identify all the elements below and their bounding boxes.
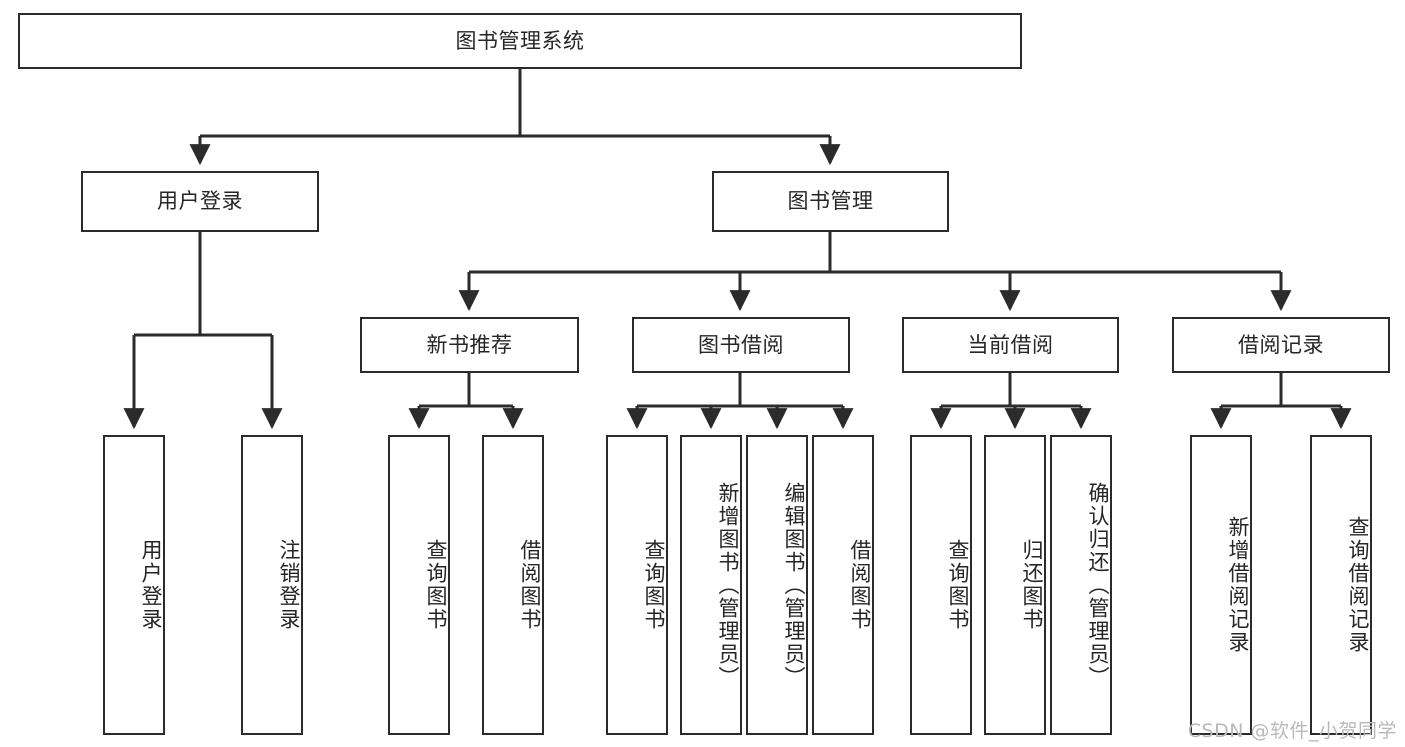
node-root[interactable]: 图书管理系统 — [18, 13, 1022, 69]
watermark: CSDN @软件_小贺同学 — [1187, 720, 1397, 742]
node-current-borrow[interactable]: 当前借阅 — [902, 317, 1119, 373]
leaf-borrow-book[interactable]: 借阅图书 — [812, 435, 874, 735]
leaf-borrow-book-recommend[interactable]: 借阅图书 — [482, 435, 544, 735]
leaf-label: 查询图书 — [424, 539, 448, 631]
leaf-label: 查询图书 — [946, 539, 970, 631]
node-user-login[interactable]: 用户登录 — [81, 171, 319, 232]
leaf-edit-book-admin[interactable]: 编辑图书（管理员） — [746, 435, 808, 735]
node-borrow-records-label: 借阅记录 — [1238, 332, 1324, 357]
leaf-label: 编辑图书（管理员） — [782, 481, 806, 689]
node-book-management[interactable]: 图书管理 — [712, 171, 949, 232]
leaf-query-book-recommend[interactable]: 查询图书 — [388, 435, 450, 735]
node-new-book-recommend-label: 新书推荐 — [426, 332, 513, 357]
leaf-query-borrow-record[interactable]: 查询借阅记录 — [1310, 435, 1372, 735]
node-book-borrow-label: 图书借阅 — [698, 332, 784, 357]
leaf-label: 新增借阅记录 — [1226, 516, 1250, 654]
leaf-label: 注销登录 — [277, 539, 301, 631]
leaf-label: 借阅图书 — [848, 539, 872, 631]
node-book-borrow[interactable]: 图书借阅 — [632, 317, 850, 373]
leaf-confirm-return-admin[interactable]: 确认归还（管理员） — [1050, 435, 1112, 735]
leaf-label: 查询图书 — [642, 539, 666, 631]
leaf-label: 归还图书 — [1020, 539, 1044, 631]
node-new-book-recommend[interactable]: 新书推荐 — [360, 317, 579, 373]
leaf-label: 查询借阅记录 — [1346, 516, 1370, 654]
node-book-management-label: 图书管理 — [787, 189, 874, 214]
leaf-logout[interactable]: 注销登录 — [241, 435, 303, 735]
leaf-query-book-current[interactable]: 查询图书 — [910, 435, 972, 735]
node-current-borrow-label: 当前借阅 — [967, 332, 1054, 357]
leaf-query-book-borrow[interactable]: 查询图书 — [606, 435, 668, 735]
leaf-user-login[interactable]: 用户登录 — [103, 435, 165, 735]
node-root-label: 图书管理系统 — [455, 28, 585, 53]
leaf-return-book[interactable]: 归还图书 — [984, 435, 1046, 735]
leaf-label: 借阅图书 — [518, 539, 542, 631]
node-borrow-records[interactable]: 借阅记录 — [1172, 317, 1390, 373]
leaf-label: 新增图书（管理员） — [716, 481, 740, 689]
leaf-label: 确认归还（管理员） — [1086, 481, 1110, 689]
node-user-login-label: 用户登录 — [157, 189, 243, 214]
leaf-add-book-admin[interactable]: 新增图书（管理员） — [680, 435, 742, 735]
leaf-label: 用户登录 — [139, 539, 163, 631]
leaf-add-borrow-record[interactable]: 新增借阅记录 — [1190, 435, 1252, 735]
